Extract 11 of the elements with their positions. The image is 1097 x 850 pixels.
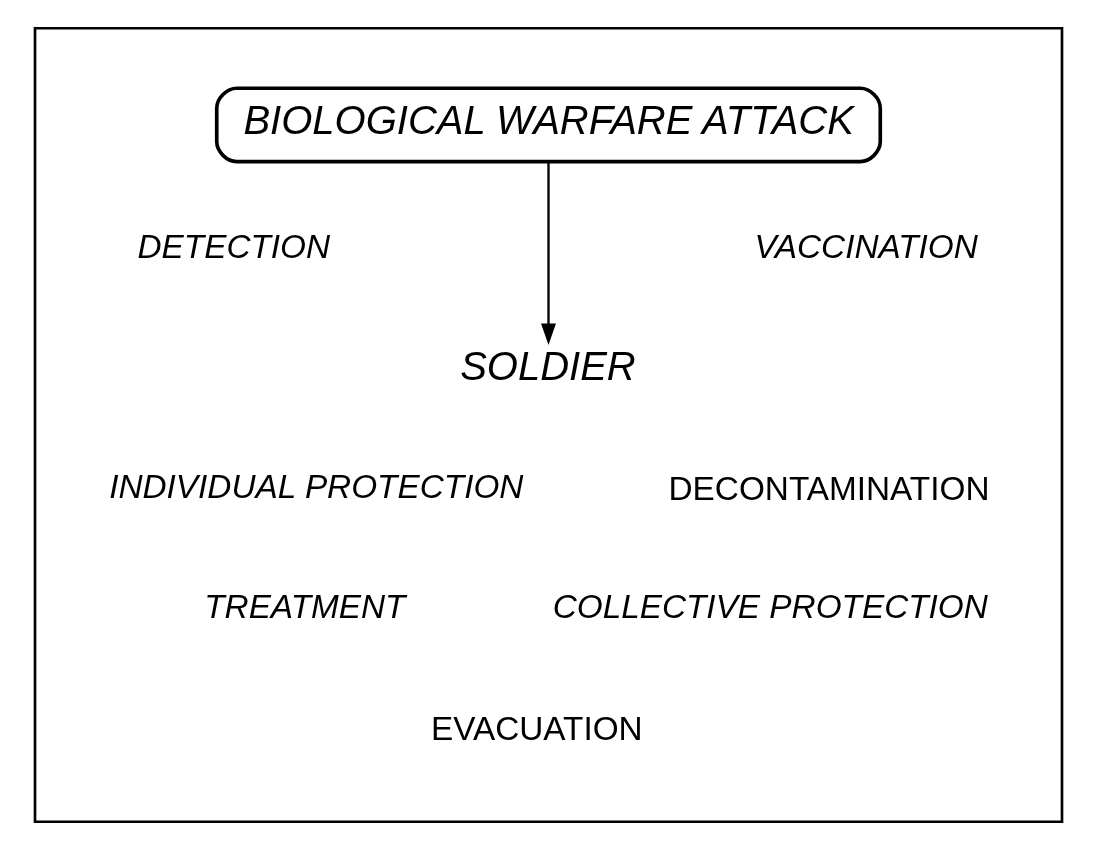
label: DETECTION xyxy=(137,228,331,266)
label: INDIVIDUAL PROTECTION xyxy=(109,468,524,506)
label: VACCINATION xyxy=(754,228,978,266)
label: DECONTAMINATION xyxy=(668,470,990,508)
label: COLLECTIVE PROTECTION xyxy=(552,588,988,626)
node-text: SOLDIER xyxy=(460,344,636,389)
label: EVACUATION xyxy=(430,710,643,748)
cluster xyxy=(33,26,1064,824)
label: TREATMENT xyxy=(204,588,406,626)
node-box: BIOLOGICAL WARFARE ATTACK xyxy=(214,86,883,164)
arrow xyxy=(541,161,556,345)
